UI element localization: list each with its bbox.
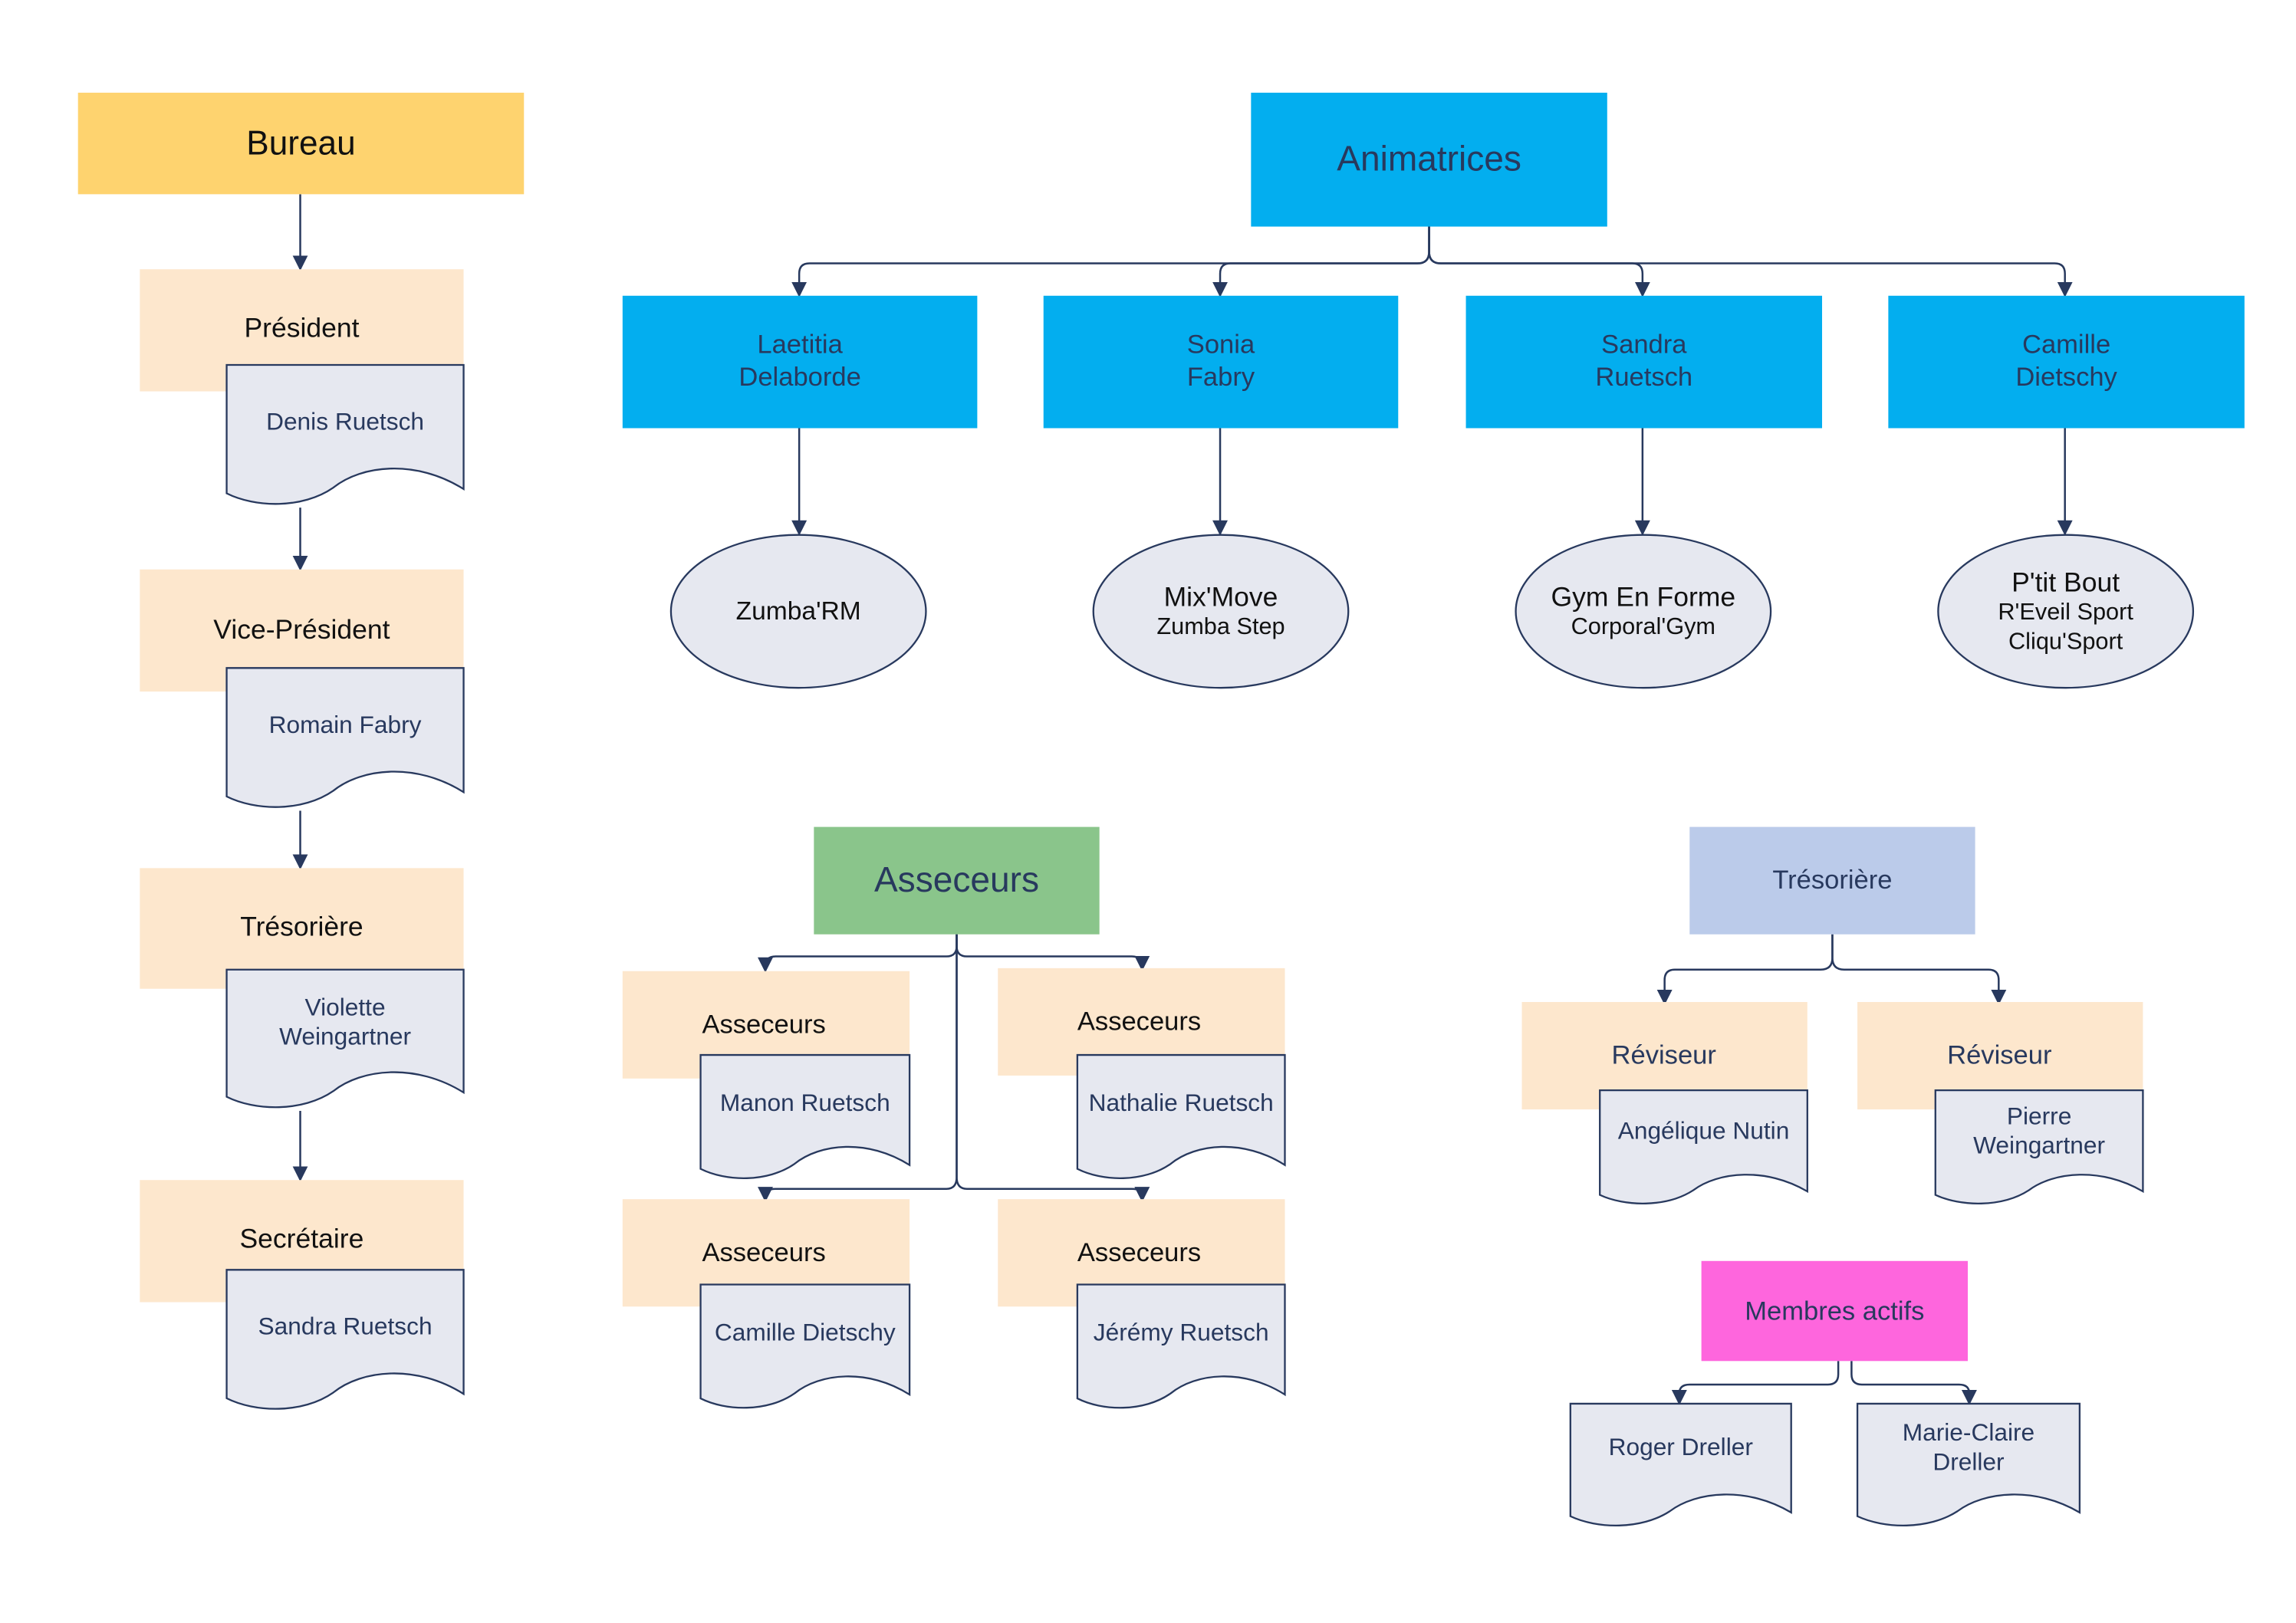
animatrice-name: Sandra Ruetsch xyxy=(1595,330,1693,392)
member-name: Camille Dietschy xyxy=(714,1319,896,1347)
role-label: Asseceurs xyxy=(1077,1006,1202,1037)
role-label: Asseceurs xyxy=(702,1237,826,1267)
connector-asseceurs-camille xyxy=(758,934,958,1203)
activities-sandra: Gym En Forme Corporal'Gym xyxy=(1515,534,1772,689)
role-label: Trésorière xyxy=(240,911,363,942)
member-name: Marie-Claire Dreller xyxy=(1902,1419,2035,1476)
connector-animatrices-camille xyxy=(1428,226,2073,297)
role-label: Président xyxy=(244,311,360,343)
role-label: Secrétaire xyxy=(239,1222,364,1254)
animatrices-header: Animatrices xyxy=(1251,92,1607,227)
member-card-pierre-weingartner: Pierre Weingartner xyxy=(1936,1090,2143,1207)
bureau-title: Bureau xyxy=(246,123,356,163)
animatrice-name: Sonia Fabry xyxy=(1186,330,1255,392)
member-name: Jérémy Ruetsch xyxy=(1093,1319,1269,1347)
member-card-sandra-ruetsch: Sandra Ruetsch xyxy=(227,1270,464,1412)
member-name: Pierre Weingartner xyxy=(1973,1102,2106,1159)
member-card-camille-dietschy: Camille Dietschy xyxy=(701,1284,910,1411)
animatrice-laetitia-delaborde: Laetitia Delaborde xyxy=(622,295,978,429)
role-label: Asseceurs xyxy=(1077,1237,1202,1267)
member-card-nathalie-ruetsch: Nathalie Ruetsch xyxy=(1077,1055,1285,1181)
activity-label: Cliqu'Sport xyxy=(2008,629,2123,655)
tresoriere-title: Trésorière xyxy=(1772,865,1893,895)
role-label: Réviseur xyxy=(1611,1040,1716,1070)
connector-asseceurs-jeremy xyxy=(956,934,1150,1203)
connector-membres-roger xyxy=(1671,1361,1840,1405)
asseceurs-header: Asseceurs xyxy=(814,826,1100,935)
connector-asseceurs-manon xyxy=(758,934,958,973)
member-card-jeremy-ruetsch: Jérémy Ruetsch xyxy=(1077,1284,1285,1411)
member-card-roger-dreller: Roger Dreller xyxy=(1571,1404,1791,1529)
connector-animatrices-sandra xyxy=(1428,226,1650,297)
activity-label: Gym En Forme xyxy=(1551,580,1736,613)
asseceurs-title: Asseceurs xyxy=(873,859,1040,900)
activity-label: Zumba'RM xyxy=(735,596,861,626)
role-label: Réviseur xyxy=(1947,1040,2052,1070)
member-card-angelique-nutin: Angélique Nutin xyxy=(1600,1090,1808,1207)
activities-laetitia: Zumba'RM xyxy=(669,534,927,689)
member-name: Angélique Nutin xyxy=(1617,1117,1790,1145)
connector-tresoriere-reviseur-1 xyxy=(1656,934,1834,1005)
role-label: Vice-Président xyxy=(213,613,390,645)
member-name: Manon Ruetsch xyxy=(719,1090,890,1117)
connector-asseceurs-nathalie xyxy=(956,934,1150,971)
activity-label: P'tit Bout xyxy=(2011,567,2120,598)
role-tresoriere: Trésorière xyxy=(140,868,464,989)
activity-label: Zumba Step xyxy=(1156,615,1285,640)
connector-membres-marie-claire xyxy=(1850,1361,1977,1405)
activities-camille: P'tit Bout R'Eveil Sport Cliqu'Sport xyxy=(1937,534,2195,689)
animatrice-sandra-ruetsch: Sandra Ruetsch xyxy=(1465,295,1823,429)
tresoriere-header: Trésorière xyxy=(1689,826,1975,935)
membres-actifs-title: Membres actifs xyxy=(1745,1295,1925,1326)
member-name: Denis Ruetsch xyxy=(266,408,425,435)
animatrice-camille-dietschy: Camille Dietschy xyxy=(1888,295,2245,429)
animatrice-name: Laetitia Delaborde xyxy=(738,330,861,392)
animatrice-name: Camille Dietschy xyxy=(2015,330,2117,392)
animatrices-title: Animatrices xyxy=(1337,139,1521,179)
connector-animatrices-sonia xyxy=(1212,226,1430,297)
activity-label: Corporal'Gym xyxy=(1571,615,1716,640)
activity-label: Mix'Move xyxy=(1163,580,1278,613)
member-card-denis-ruetsch: Denis Ruetsch xyxy=(227,365,464,508)
connector-tresoriere-reviseur-2 xyxy=(1831,934,2007,1005)
member-name: Nathalie Ruetsch xyxy=(1088,1090,1274,1117)
member-name: Sandra Ruetsch xyxy=(258,1313,433,1340)
membres-actifs-header: Membres actifs xyxy=(1701,1260,1969,1362)
member-name: Violette Weingartner xyxy=(279,994,412,1051)
member-card-violette-weingartner: Violette Weingartner xyxy=(227,970,464,1111)
animatrice-sonia-fabry: Sonia Fabry xyxy=(1043,295,1399,429)
member-card-manon-ruetsch: Manon Ruetsch xyxy=(701,1055,910,1181)
activity-label: R'Eveil Sport xyxy=(1998,600,2133,626)
role-label: Asseceurs xyxy=(702,1009,826,1039)
activities-sonia: Mix'Move Zumba Step xyxy=(1092,534,1350,689)
connector-animatrices-laetitia xyxy=(791,226,1430,297)
member-name: Romain Fabry xyxy=(268,711,422,738)
member-card-marie-claire-dreller: Marie-Claire Dreller xyxy=(1857,1404,2080,1529)
bureau-header: Bureau xyxy=(77,92,525,195)
member-card-romain-fabry: Romain Fabry xyxy=(227,668,464,810)
member-name: Roger Dreller xyxy=(1608,1434,1753,1461)
